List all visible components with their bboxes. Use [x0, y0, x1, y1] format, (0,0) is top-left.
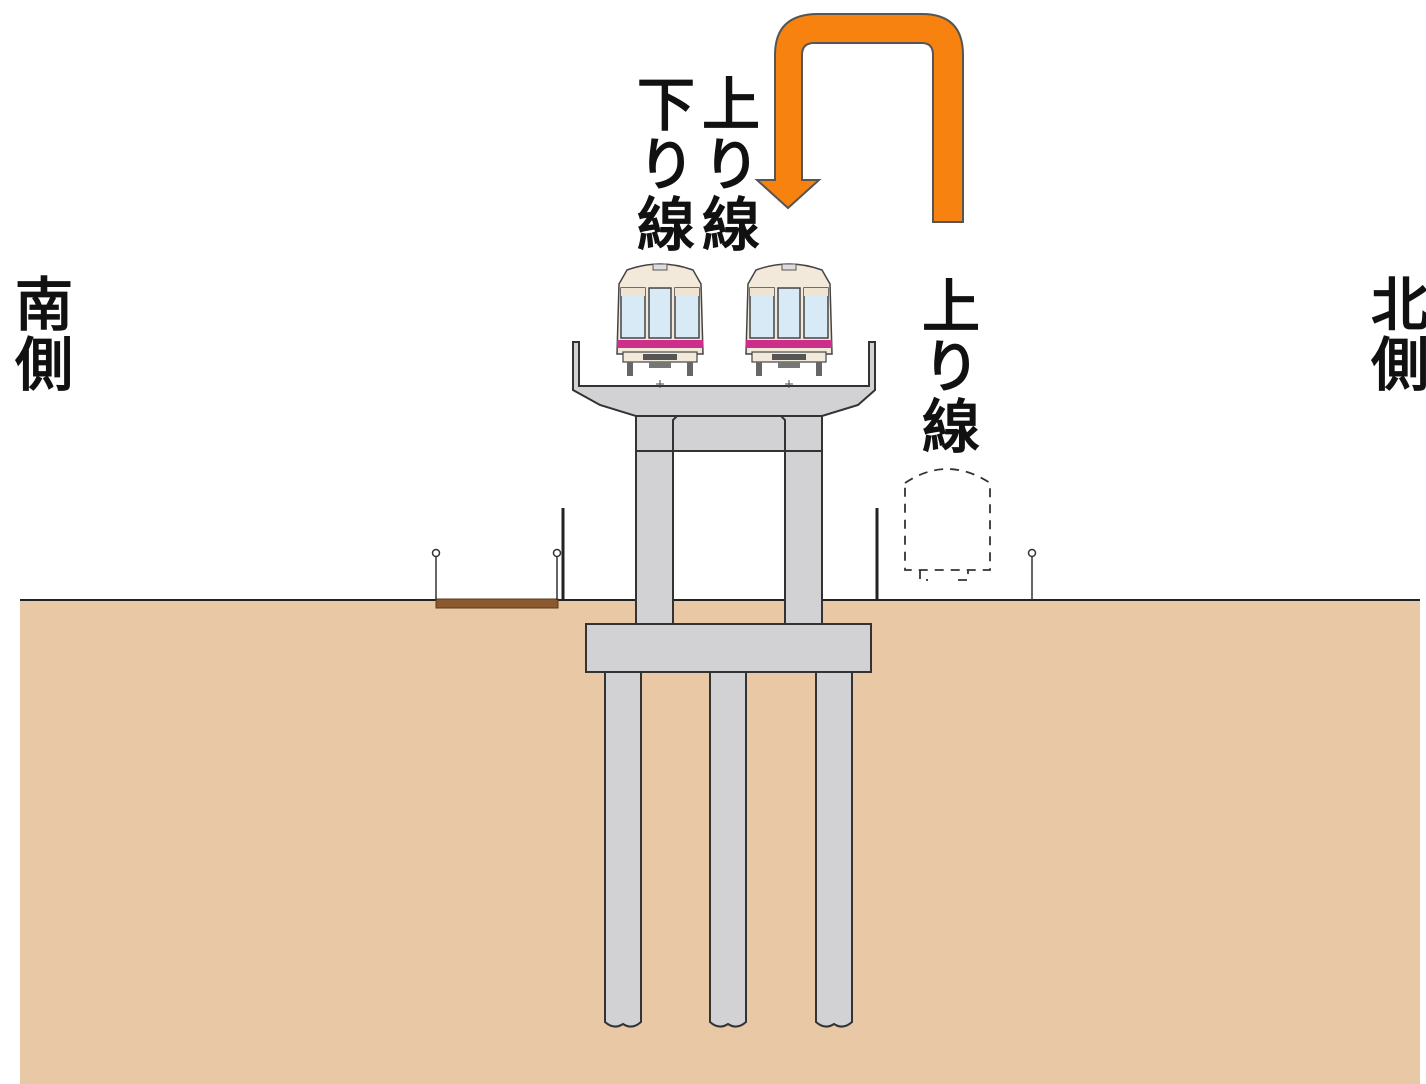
- brown-ground-bar: [435, 598, 559, 609]
- lamp-post-icon: [552, 548, 562, 600]
- train-front-icon: [745, 263, 833, 388]
- return-arrow-icon: [754, 13, 964, 223]
- viaduct-beam: [635, 415, 823, 452]
- lamp-post-icon: [431, 548, 441, 600]
- viaduct-deck: [572, 341, 876, 417]
- south-side-label: 南側: [5, 274, 73, 394]
- viaduct-column-north: [784, 445, 823, 625]
- foundation-piles: [604, 669, 853, 1028]
- lamp-post-icon: [1027, 548, 1037, 600]
- former-train-outline: [904, 468, 991, 581]
- pile-cap: [585, 623, 872, 673]
- up-line-ground-label: 上り線: [912, 276, 980, 456]
- up-line-viaduct-label: 上り線: [692, 74, 760, 254]
- train-front-icon: [616, 263, 704, 388]
- down-line-label: 下り線: [627, 74, 695, 254]
- viaduct-column-south: [635, 445, 674, 625]
- north-side-label: 北側: [1361, 274, 1426, 394]
